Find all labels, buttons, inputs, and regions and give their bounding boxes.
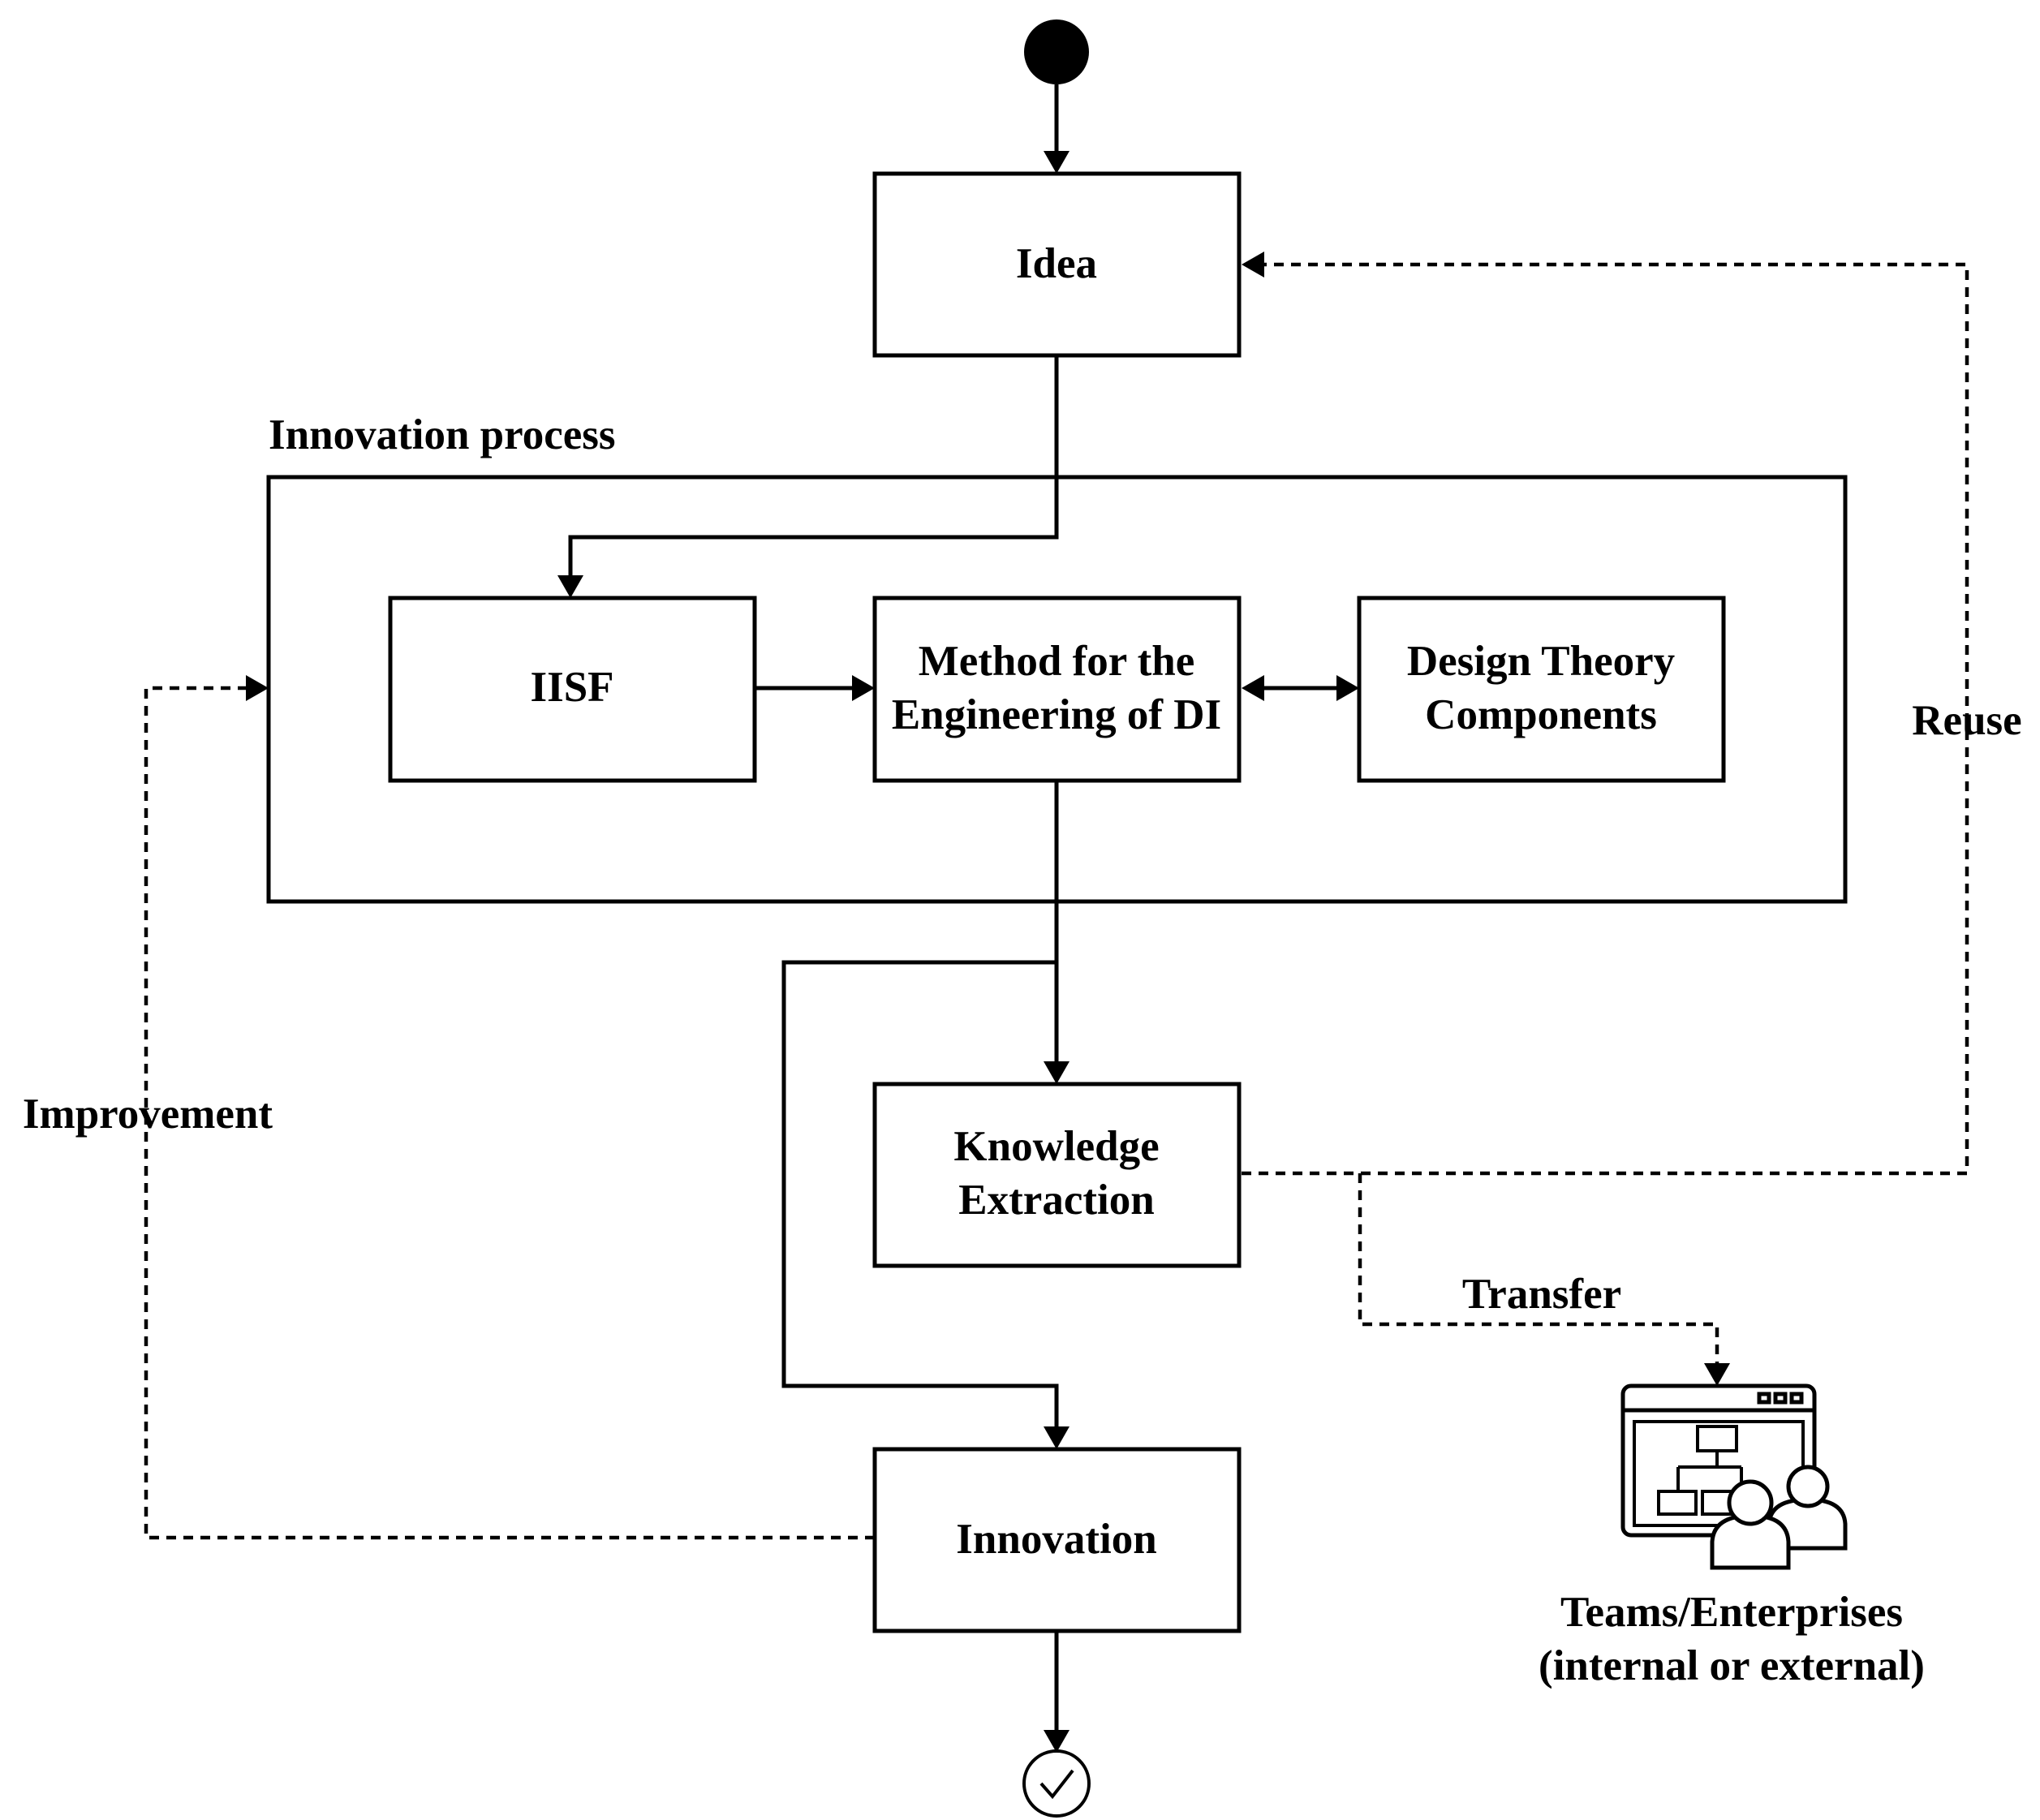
knowledge-extraction-box[interactable]	[872, 1082, 1242, 1268]
dashed-connectors	[144, 252, 1969, 1540]
teams-org-chart-icon	[1620, 1383, 1848, 1570]
idea-box[interactable]	[872, 171, 1242, 358]
design-label-line2: Components	[1425, 691, 1657, 738]
method-label-line1: Method for the	[919, 638, 1195, 685]
iisf-label: IISF	[530, 664, 613, 711]
start-node-icon	[1024, 19, 1089, 84]
idea-label: Idea	[1016, 240, 1097, 287]
end-node-check-icon	[1022, 1749, 1091, 1818]
teams-label-line2: (internal or external)	[1539, 1642, 1925, 1689]
method-engineering-di-box[interactable]	[872, 596, 1242, 783]
improvement-label: Improvement	[23, 1091, 273, 1138]
innovation-process-container	[266, 475, 1848, 904]
transfer-label: Transfer	[1462, 1271, 1621, 1318]
design-label-line1: Design Theory	[1407, 638, 1675, 685]
reuse-label: Reuse	[1912, 697, 2021, 744]
method-label-line2: Engineering of DI	[892, 691, 1221, 738]
iisf-box[interactable]	[388, 596, 757, 783]
innovation-label: Innovation	[956, 1516, 1156, 1563]
innovation-process-label: Innovation process	[269, 411, 616, 458]
solid-connectors	[557, 84, 1359, 1753]
innovation-box[interactable]	[872, 1447, 1242, 1633]
teams-label-line1: Teams/Enterprises	[1560, 1589, 1903, 1636]
design-theory-components-box[interactable]	[1357, 596, 1726, 783]
knowledge-label-line2: Extraction	[958, 1177, 1154, 1224]
knowledge-label-line1: Knowledge	[953, 1123, 1159, 1170]
